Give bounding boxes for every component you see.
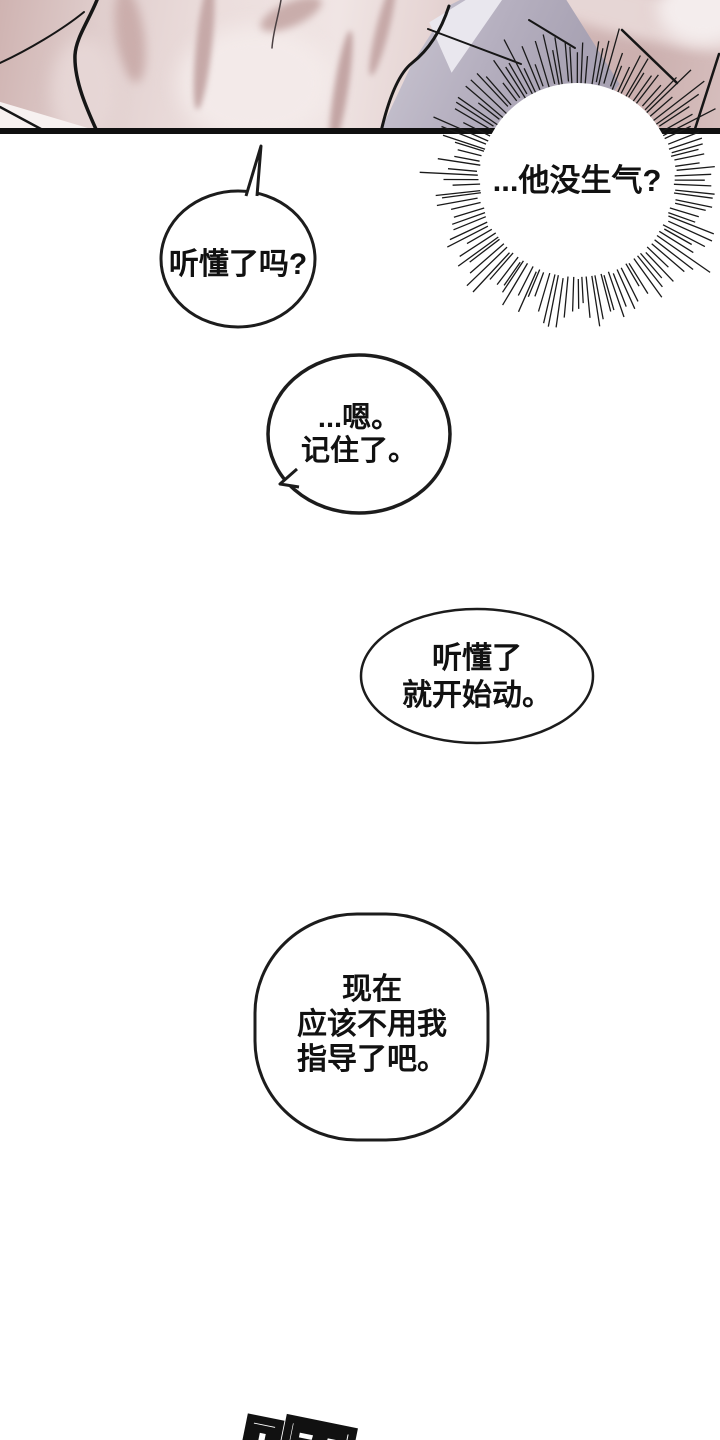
speech-bubble-1-text: 听懂了吗? [148, 239, 328, 283]
speech-bubble-2-text: ...嗯。 记住了。 [259, 399, 459, 471]
speech-bubble-4 [253, 912, 490, 1142]
panel-border [0, 128, 720, 134]
speech-bubble-3-text: 听懂了 就开始动。 [357, 638, 597, 716]
burst-bubble-line: ...他没生气? [492, 162, 662, 198]
speech-bubble-3 [359, 607, 595, 745]
speech-bubble-1 [159, 189, 317, 329]
bubble-line: 记住了。 [300, 435, 417, 467]
bubble-line: 就开始动。 [402, 679, 552, 712]
burst-bubble-text: ...他没生气? [457, 153, 697, 201]
burst-speech-bubble [419, 28, 716, 328]
panel-line-art [0, 0, 720, 134]
bubble-line: 应该不用我 [297, 1007, 447, 1041]
speech-bubble-2-tail [278, 467, 300, 489]
bubble-line: 听懂了 [432, 642, 522, 675]
burst-bubble-body [480, 83, 674, 277]
speech-bubble-4-text: 现在 应该不用我 指导了吧。 [251, 969, 493, 1079]
bubble-line: 听懂了吗? [168, 248, 308, 281]
fabric-highlight [52, 38, 116, 134]
speech-bubble-1-tail [244, 144, 263, 197]
bubble-line: 指导了吧。 [297, 1042, 447, 1076]
bubble-line: 现在 [342, 972, 402, 1006]
burst-spikes [419, 28, 716, 328]
bubble-line: ...嗯。 [317, 402, 401, 434]
speech-bubble-2 [266, 353, 452, 515]
